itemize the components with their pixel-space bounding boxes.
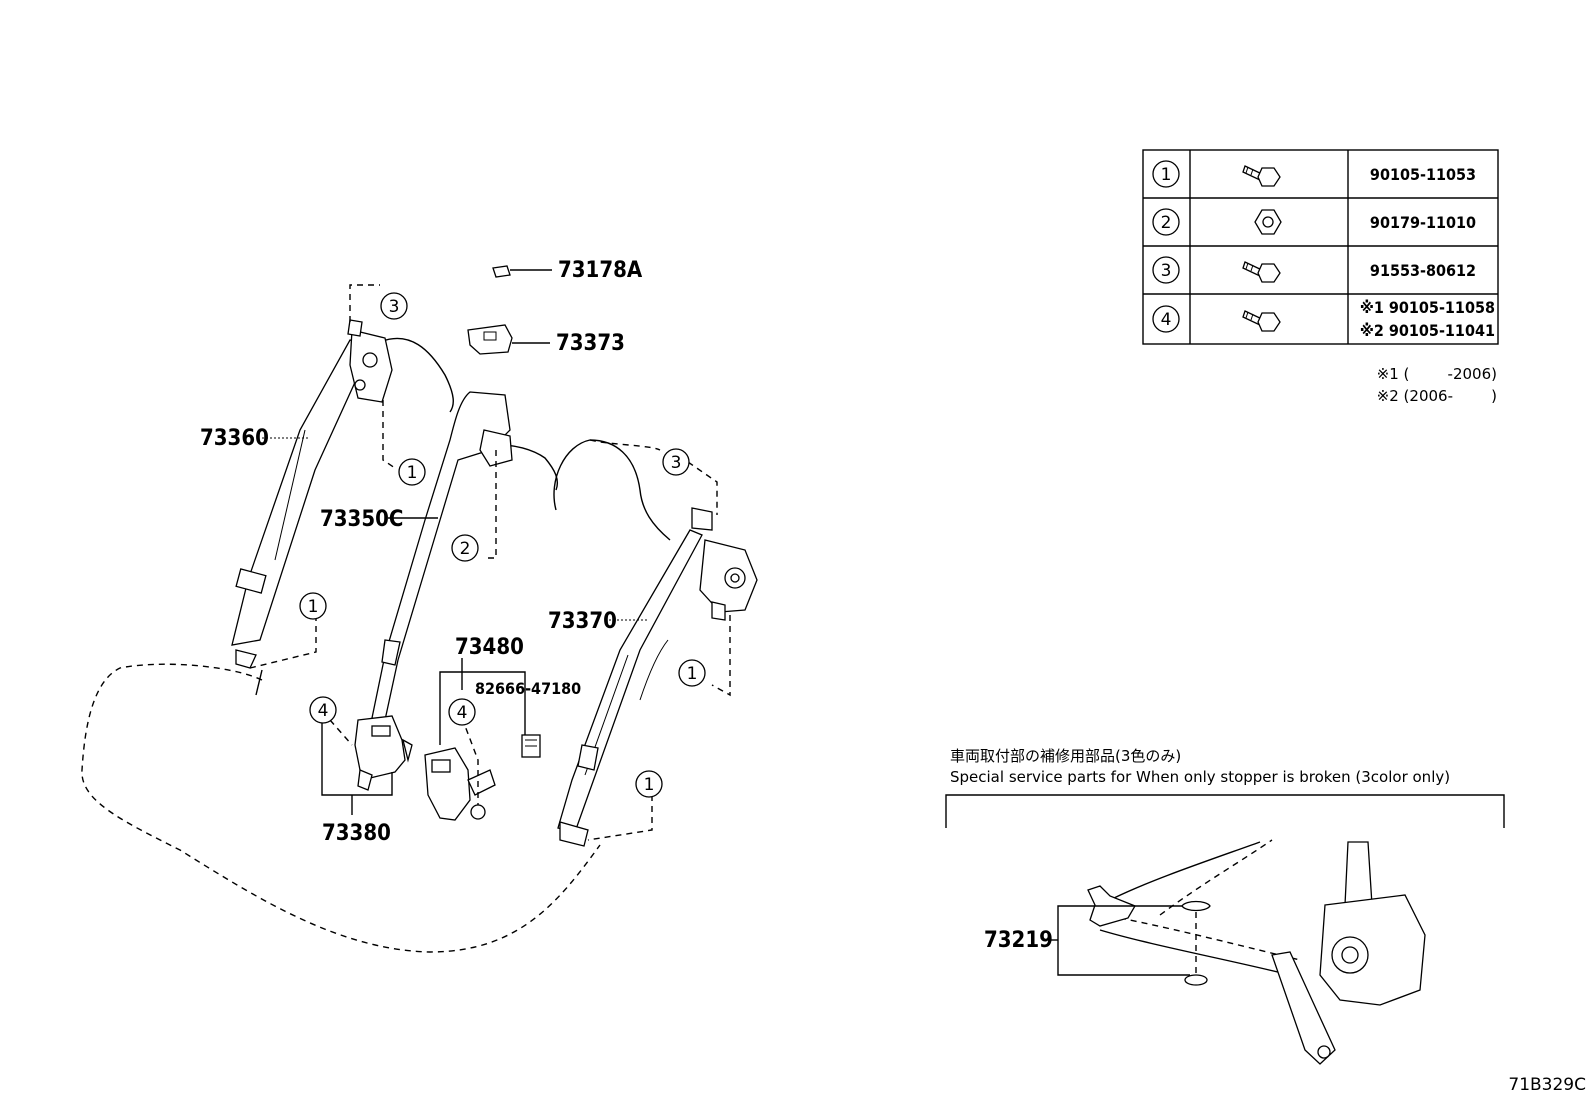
- label-73360: 73360: [200, 426, 269, 451]
- buckle-73380: [354, 715, 413, 791]
- table-row: 3 91553-80612: [1152, 256, 1476, 284]
- figure-code: 71B329C: [1508, 1075, 1586, 1095]
- special-service-parts: 車両取付部の補修用部品(3色のみ) Special service parts …: [945, 747, 1505, 1065]
- svg-text:1: 1: [644, 775, 655, 795]
- rear-seat-outline: [81, 663, 601, 953]
- right-seat-belt-assembly: [557, 507, 758, 847]
- label-73380: 73380: [322, 821, 391, 846]
- bolt-icon: [1242, 165, 1281, 187]
- service-title-jp: 車両取付部の補修用部品(3色のみ): [950, 747, 1181, 765]
- svg-text:1: 1: [407, 463, 418, 483]
- svg-text:※2 90105-11041: ※2 90105-11041: [1360, 321, 1495, 340]
- part-73178A: [492, 265, 552, 278]
- svg-text:4: 4: [1161, 310, 1172, 330]
- svg-text:90105-11053: 90105-11053: [1370, 165, 1476, 184]
- callout-1-lower-right: 1: [635, 770, 663, 798]
- svg-text:90179-11010: 90179-11010: [1370, 213, 1476, 232]
- callout-1-right: 1: [678, 659, 706, 687]
- svg-text:4: 4: [457, 703, 468, 723]
- label-73480: 73480: [455, 635, 524, 660]
- svg-text:2: 2: [1161, 213, 1172, 233]
- label-73350C: 73350C: [320, 507, 403, 532]
- label-73178A: 73178A: [558, 258, 643, 283]
- fastener-table: 1 90105-11053 2 90179-11010 3: [1142, 149, 1499, 345]
- callout-1-upper-left: 1: [398, 458, 426, 486]
- seat-back-dash-right: [589, 439, 661, 451]
- svg-text:91553-80612: 91553-80612: [1370, 261, 1476, 280]
- svg-text:1: 1: [308, 597, 319, 617]
- callout-4-center-buckle: 4: [448, 698, 476, 726]
- table-row: 4 ※1 90105-11058 ※2 90105-11041: [1152, 298, 1495, 340]
- seat-cushion-right: [639, 639, 669, 701]
- table-row: 2 90179-11010: [1152, 208, 1476, 236]
- callout-4-left-buckle: 4: [309, 696, 337, 724]
- callout-3-left: 3: [380, 292, 408, 320]
- svg-text:3: 3: [1161, 261, 1172, 281]
- svg-text:3: 3: [389, 297, 400, 317]
- center-seat-belt-assembly: [371, 391, 513, 721]
- svg-text:3: 3: [671, 453, 682, 473]
- note-2: ※2 (2006- ): [1377, 387, 1497, 405]
- callout-2-center: 2: [451, 534, 479, 562]
- svg-text:1: 1: [1161, 165, 1172, 185]
- note-1: ※1 ( -2006): [1377, 365, 1497, 383]
- callout-3-right: 3: [662, 448, 690, 476]
- seat-back-contour-left: [379, 337, 454, 413]
- svg-text:※1 90105-11058: ※1 90105-11058: [1360, 298, 1495, 317]
- label-82666-47180: 82666-47180: [475, 679, 581, 698]
- left-seat-belt-assembly: [231, 319, 393, 696]
- bolt-icon: [1242, 310, 1281, 332]
- svg-text:1: 1: [687, 664, 698, 684]
- callout-1-lower-left: 1: [299, 592, 327, 620]
- part-73373: [467, 324, 550, 355]
- nut-icon: [1254, 209, 1282, 235]
- bolt-icon: [1242, 261, 1281, 283]
- label-73370: 73370: [548, 609, 617, 634]
- label-73373: 73373: [556, 331, 625, 356]
- label-73219: 73219: [984, 928, 1053, 953]
- service-title-en: Special service parts for When only stop…: [950, 768, 1450, 786]
- connector-82666: [521, 734, 541, 758]
- table-row: 1 90105-11053: [1152, 160, 1476, 188]
- svg-text:2: 2: [460, 539, 471, 559]
- seat-back-contour-right: [553, 439, 671, 541]
- buckle-73480: [424, 747, 496, 821]
- svg-text:4: 4: [318, 701, 329, 721]
